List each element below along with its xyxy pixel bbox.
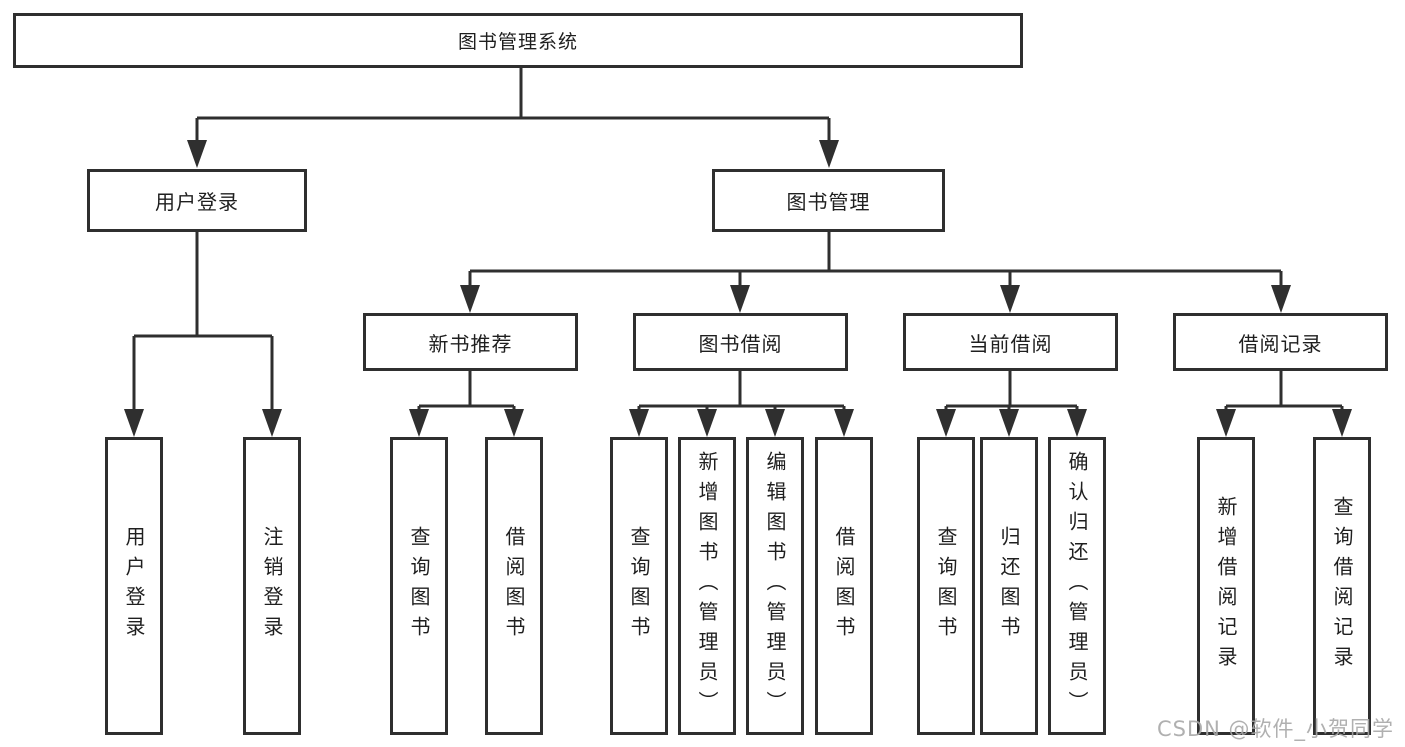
node-borrowing-records: 借阅记录 xyxy=(1173,313,1388,371)
node-book-management: 图书管理 xyxy=(712,169,945,232)
leaf-borrow-books-label: 借阅图书 xyxy=(832,526,856,646)
leaf-query-borrow-record: 查询借阅记录 xyxy=(1313,437,1371,735)
leaf-confirm-return-admin: 确认归还（管理员） xyxy=(1048,437,1106,735)
leaf-query-books-borrowing: 查询图书 xyxy=(610,437,668,735)
node-user-login: 用户登录 xyxy=(87,169,307,232)
leaf-logout: 注销登录 xyxy=(243,437,301,735)
leaf-query-books-borrowing-label: 查询图书 xyxy=(627,526,651,646)
node-library-system: 图书管理系统 xyxy=(13,13,1023,68)
leaf-query-borrow-record-label: 查询借阅记录 xyxy=(1330,496,1354,676)
leaf-add-books-admin: 新增图书（管理员） xyxy=(678,437,736,735)
leaf-return-books-label: 归还图书 xyxy=(997,526,1021,646)
leaf-add-borrow-record-label: 新增借阅记录 xyxy=(1214,496,1238,676)
leaf-edit-books-admin-label: 编辑图书（管理员） xyxy=(763,451,787,721)
leaf-return-books: 归还图书 xyxy=(980,437,1038,735)
leaf-confirm-return-admin-label: 确认归还（管理员） xyxy=(1065,451,1089,721)
leaf-logout-label: 注销登录 xyxy=(260,526,284,646)
csdn-watermark: CSDN @软件_小贺同学 xyxy=(1157,717,1395,741)
arrowhead-icons xyxy=(124,140,1352,437)
node-new-book-recommend: 新书推荐 xyxy=(363,313,578,371)
leaf-user-login-label: 用户登录 xyxy=(122,526,146,646)
leaf-add-borrow-record: 新增借阅记录 xyxy=(1197,437,1255,735)
leaf-query-books-recommend: 查询图书 xyxy=(390,437,448,735)
leaf-borrow-books: 借阅图书 xyxy=(815,437,873,735)
leaf-borrow-books-recommend: 借阅图书 xyxy=(485,437,543,735)
leaf-edit-books-admin: 编辑图书（管理员） xyxy=(746,437,804,735)
leaf-query-books-recommend-label: 查询图书 xyxy=(407,526,431,646)
node-book-borrowing: 图书借阅 xyxy=(633,313,848,371)
leaf-query-books-current: 查询图书 xyxy=(917,437,975,735)
leaf-query-books-current-label: 查询图书 xyxy=(934,526,958,646)
leaf-borrow-books-recommend-label: 借阅图书 xyxy=(502,526,526,646)
node-current-borrowing: 当前借阅 xyxy=(903,313,1118,371)
leaf-add-books-admin-label: 新增图书（管理员） xyxy=(695,451,719,721)
leaf-user-login: 用户登录 xyxy=(105,437,163,735)
